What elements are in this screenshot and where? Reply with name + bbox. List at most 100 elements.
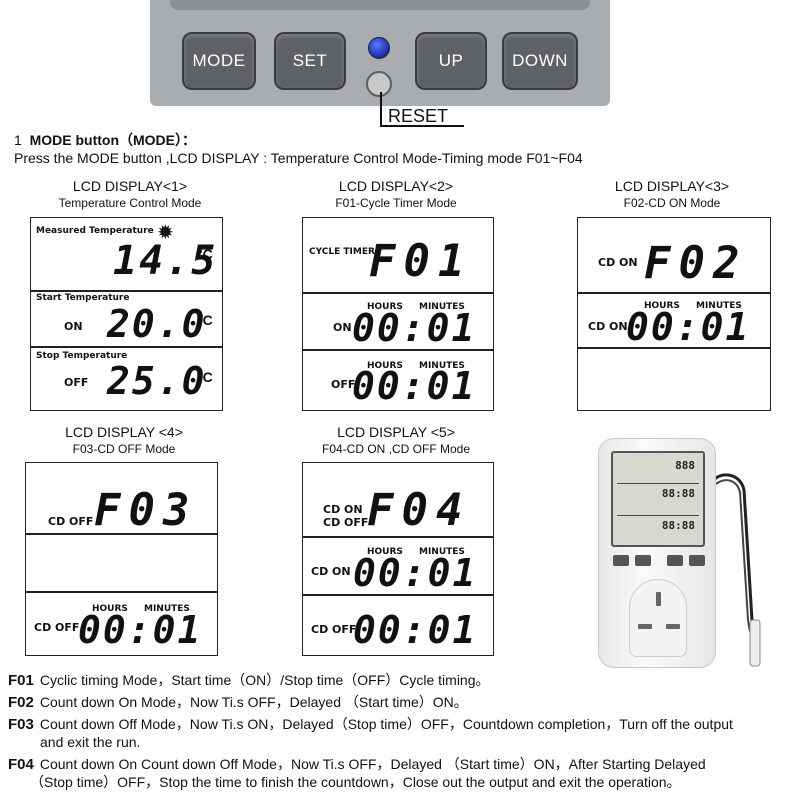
cd-on-label: CD ON bbox=[323, 503, 363, 516]
thermostat-socket-photo: 888 88:88 88:88 bbox=[598, 438, 716, 668]
device-digits: 88:88 bbox=[661, 519, 695, 532]
lcd-2-subtitle: F01-Cycle Timer Mode bbox=[335, 196, 457, 210]
code-label: F04 bbox=[8, 756, 34, 773]
code-label: F02 bbox=[8, 694, 34, 711]
device-digits: 888 bbox=[675, 459, 695, 472]
sensor-cable-icon bbox=[712, 473, 761, 667]
cd-on-label: CD ON bbox=[588, 320, 628, 333]
hours-label: HOURS bbox=[644, 301, 680, 311]
device-down-button bbox=[689, 555, 705, 566]
section-number: 1 bbox=[14, 132, 22, 148]
divider bbox=[26, 533, 217, 535]
device-screen: 888 88:88 88:88 bbox=[611, 451, 705, 547]
cd-off-label: CD OFF bbox=[323, 516, 369, 529]
mode-code: F03 bbox=[94, 485, 198, 536]
reset-label: RESET bbox=[388, 106, 449, 126]
set-button[interactable]: SET bbox=[274, 32, 346, 90]
cd-on-label: CD ON bbox=[598, 256, 638, 269]
minutes-label: MINUTES bbox=[696, 301, 742, 311]
on-label: ON bbox=[333, 321, 352, 334]
mode-button[interactable]: MODE bbox=[182, 32, 256, 90]
cd-off-label: CD OFF bbox=[311, 623, 357, 636]
divider bbox=[26, 591, 217, 593]
lcd-3-title: LCD DISPLAY<3> bbox=[614, 178, 730, 194]
minutes-label: MINUTES bbox=[419, 361, 465, 371]
description-f03-continued: and exit the run. bbox=[40, 734, 141, 750]
cycle-timer-label: CYCLE TIMER bbox=[309, 247, 375, 257]
mode-code: F01 bbox=[369, 236, 473, 287]
unit-celsius: °C bbox=[197, 246, 213, 262]
lcd-display-2: CYCLE TIMER F01 HOURS MINUTES ON 00:01 H… bbox=[302, 217, 494, 411]
device-set-button bbox=[635, 555, 651, 566]
lcd-4-subtitle: F03-CD OFF Mode bbox=[72, 442, 176, 456]
divider bbox=[303, 594, 493, 596]
divider bbox=[31, 346, 222, 348]
start-temperature-label: Start Temperature bbox=[36, 293, 130, 303]
lcd-5-title: LCD DISPLAY <5> bbox=[337, 424, 455, 440]
cd-off-time-value: 00:01 bbox=[78, 608, 203, 652]
device-up-button bbox=[667, 555, 683, 566]
stop-temperature-value: 25.0 bbox=[107, 359, 207, 403]
cd-off-label: CD OFF bbox=[48, 515, 94, 528]
cd-off-time-value: 00:01 bbox=[353, 608, 478, 652]
start-temperature-value: 20.0 bbox=[107, 302, 207, 346]
description-f02: F02 Count down On Mode，Now Ti.s OFF，Delay… bbox=[8, 693, 468, 712]
description-text: Count down Off Mode，Now Ti.s ON，Delayed（… bbox=[39, 716, 733, 732]
description-f04-continued: （Stop time）OFF，Stop the time to finish t… bbox=[30, 774, 681, 790]
socket-slot bbox=[666, 624, 680, 629]
control-panel: MODE SET UP DOWN bbox=[150, 0, 610, 106]
description-f04: F04 Count down On Count down Off Mode，Now… bbox=[8, 755, 706, 774]
lcd-1-title: LCD DISPLAY<1> bbox=[72, 178, 188, 194]
off-time-value: 00:01 bbox=[352, 364, 477, 408]
mode-code: F04 bbox=[367, 485, 471, 536]
measured-temperature-label: Measured Temperature bbox=[36, 226, 154, 236]
section-heading: 1 MODE button（MODE）： bbox=[14, 130, 196, 150]
hours-label: HOURS bbox=[367, 361, 403, 371]
minutes-label: MINUTES bbox=[419, 302, 465, 312]
cd-on-time-value: 00:01 bbox=[353, 551, 478, 595]
lcd-3-subtitle: F02-CD ON Mode bbox=[623, 196, 721, 210]
up-button[interactable]: UP bbox=[415, 32, 487, 90]
reset-underline bbox=[380, 125, 464, 127]
socket-slot bbox=[638, 624, 652, 629]
divider bbox=[303, 292, 493, 294]
hours-label: HOURS bbox=[92, 604, 128, 614]
lcd-4-title: LCD DISPLAY <4> bbox=[65, 424, 183, 440]
divider bbox=[303, 349, 493, 351]
section-description: Press the MODE button ,LCD DISPLAY : Tem… bbox=[14, 150, 583, 166]
lcd-1-subtitle: Temperature Control Mode bbox=[58, 196, 202, 210]
minutes-label: MINUTES bbox=[419, 547, 465, 557]
description-text: Count down On Mode，Now Ti.s OFF，Delayed … bbox=[39, 694, 468, 710]
unit-celsius: °C bbox=[197, 369, 213, 385]
reset-button[interactable] bbox=[366, 71, 392, 97]
unit-celsius: °C bbox=[197, 312, 213, 328]
cd-off-label: CD OFF bbox=[34, 621, 80, 634]
off-label: OFF bbox=[331, 378, 356, 391]
divider bbox=[578, 292, 770, 294]
socket-slot bbox=[656, 592, 661, 606]
uk-socket-icon bbox=[629, 579, 687, 657]
screen-bezel bbox=[170, 0, 590, 10]
stop-temperature-label: Stop Temperature bbox=[36, 351, 128, 361]
divider bbox=[578, 347, 770, 349]
mode-code: F02 bbox=[644, 238, 748, 289]
divider bbox=[303, 536, 493, 538]
lcd-display-5: CD ON CD OFF F04 HOURS MINUTES CD ON 00:… bbox=[302, 462, 494, 656]
description-text: Count down On Count down Off Mode，Now Ti… bbox=[39, 756, 706, 772]
down-button[interactable]: DOWN bbox=[502, 32, 578, 90]
hours-label: HOURS bbox=[367, 302, 403, 312]
on-time-value: 00:01 bbox=[352, 306, 477, 350]
divider bbox=[31, 290, 222, 292]
divider bbox=[617, 483, 699, 484]
hours-label: HOURS bbox=[367, 547, 403, 557]
description-text: Cyclic timing Mode，Start time（ON）/Stop t… bbox=[39, 672, 490, 688]
reset-pointer-line bbox=[380, 92, 382, 126]
lcd-display-3: CD ON F02 HOURS MINUTES CD ON 00:01 bbox=[577, 217, 771, 411]
cd-on-label: CD ON bbox=[311, 565, 351, 578]
status-led-icon bbox=[368, 37, 390, 59]
sun-icon: ✹ bbox=[157, 222, 174, 244]
on-label: ON bbox=[64, 320, 83, 333]
lcd-2-title: LCD DISPLAY<2> bbox=[338, 178, 454, 194]
